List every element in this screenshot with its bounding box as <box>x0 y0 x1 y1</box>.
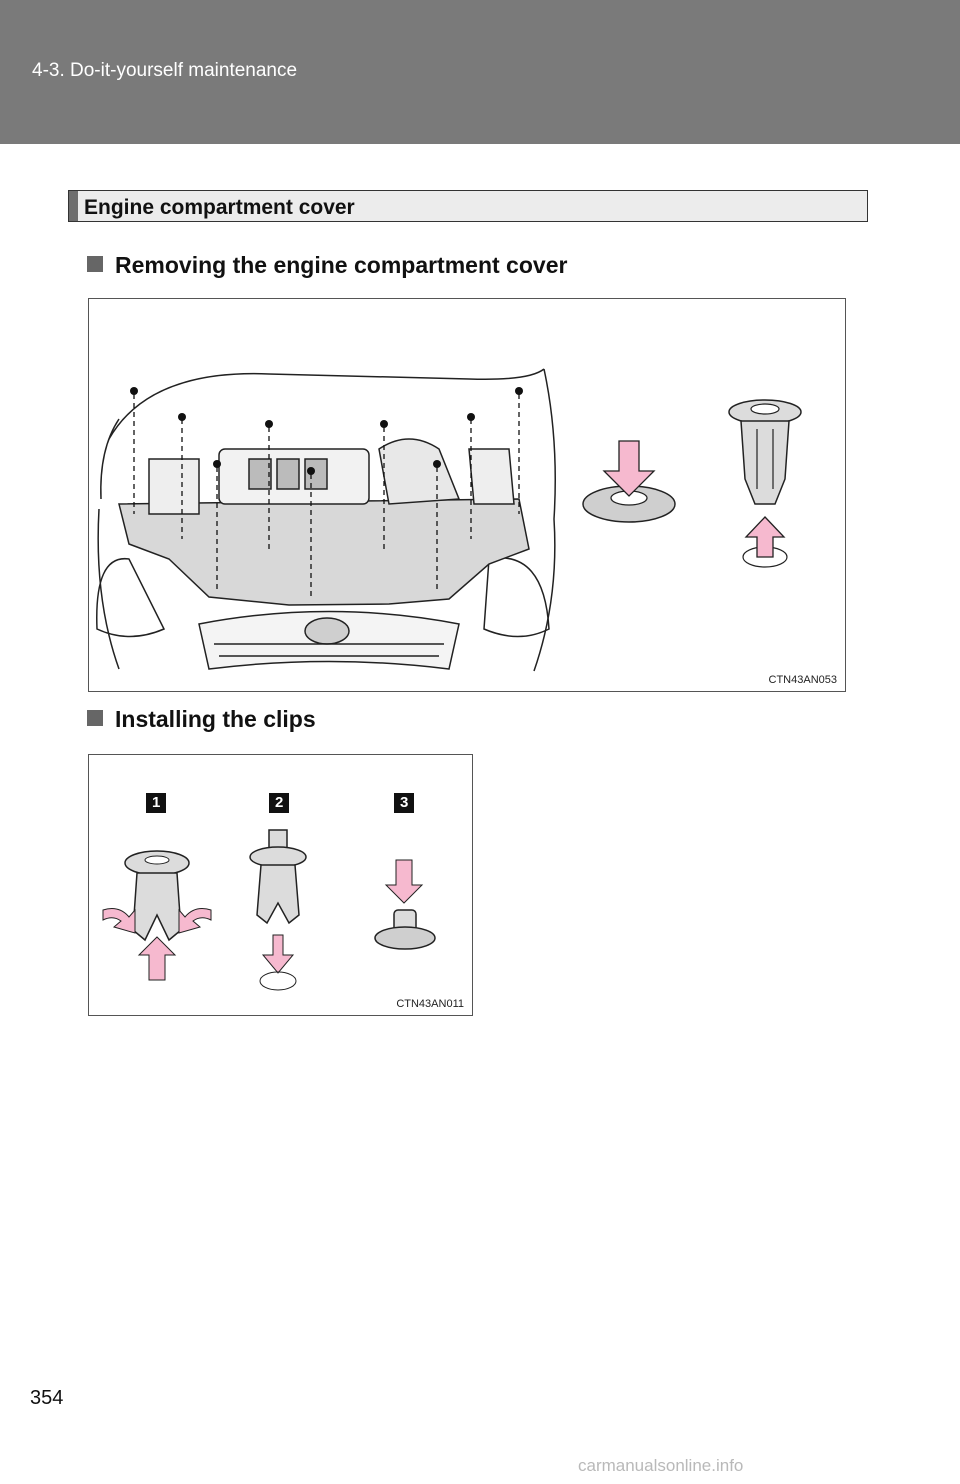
subsection-title: Installing the clips <box>115 706 316 732</box>
title-bar-marker <box>69 191 78 221</box>
square-bullet-icon <box>87 256 103 272</box>
figure-code: CTN43AN053 <box>768 674 837 686</box>
square-bullet-icon <box>87 710 103 726</box>
section-title: Engine compartment cover <box>84 196 355 219</box>
step-1-badge <box>146 793 166 813</box>
page-number: 354 <box>30 1387 64 1409</box>
clip-installation-illustration <box>102 793 436 991</box>
watermark: carmanualsonline.info <box>578 1456 744 1475</box>
subsection-title: Removing the engine compartment cover <box>115 252 568 278</box>
step-3-label: 3 <box>400 794 409 811</box>
figure-code: CTN43AN011 <box>396 998 464 1010</box>
step-3-badge <box>394 793 414 813</box>
figure-installing-clips: 1 2 3 CTN43AN011 <box>88 754 473 1016</box>
subsection-heading-removing: Removing the engine compartment cover <box>87 252 567 279</box>
step-2-label: 2 <box>275 794 284 811</box>
figure-engine-compartment: CTN43AN053 <box>88 298 846 692</box>
section-path: 4-3. Do-it-yourself maintenance <box>32 60 298 81</box>
section-title-box: Engine compartment cover <box>68 190 868 222</box>
engine-compartment-illustration <box>96 368 802 672</box>
step-1-label: 1 <box>152 794 161 811</box>
step-2-badge <box>269 793 289 813</box>
header-band <box>0 0 960 144</box>
subsection-heading-installing: Installing the clips <box>87 706 316 733</box>
